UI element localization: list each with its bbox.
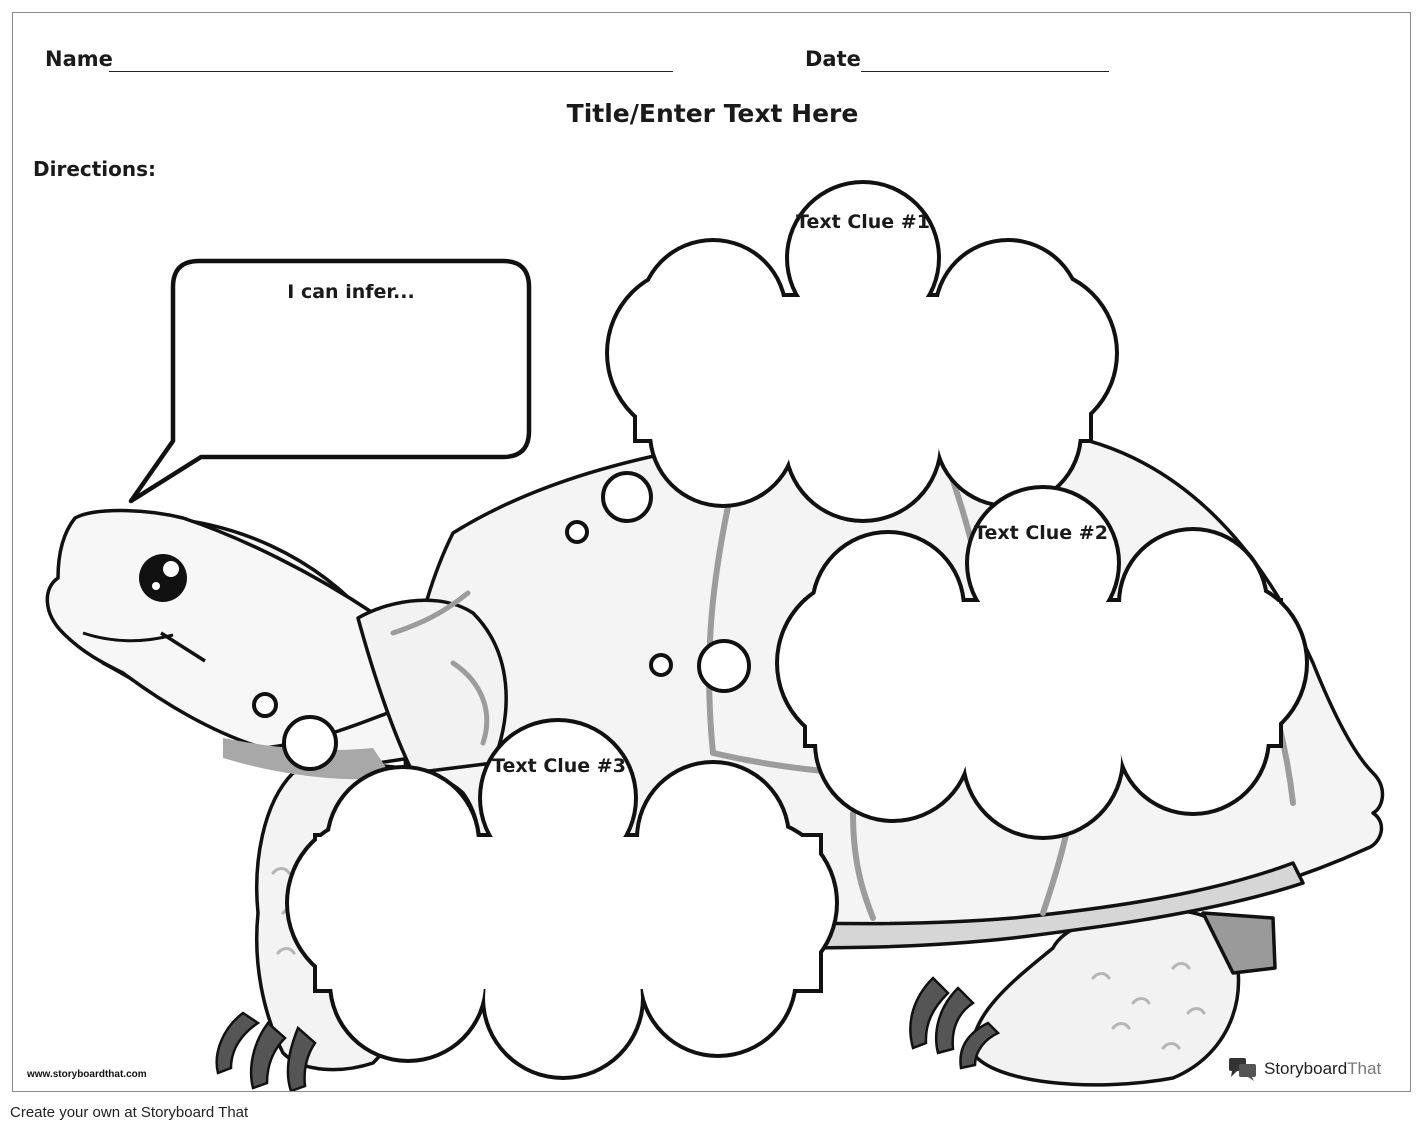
infer-label[interactable]: I can infer... — [287, 281, 415, 303]
storyboardthat-logo-icon — [1229, 1058, 1256, 1081]
watermark-url: www.storyboardthat.com — [27, 1069, 147, 1080]
text-clue-1-label[interactable]: Text Clue #1 — [796, 211, 930, 233]
text-clue-1-cloud — [605, 180, 1119, 523]
page-title[interactable]: Title/Enter Text Here — [566, 99, 859, 128]
tortoise-illustration — [45, 180, 1385, 1091]
storyboardthat-brand: StoryboardThat — [1228, 1056, 1381, 1082]
text-clue-3-cloud — [285, 718, 839, 1080]
name-label: Name — [45, 47, 113, 71]
brand-name-a: Storyboard — [1264, 1059, 1348, 1078]
text-clue-2-label[interactable]: Text Clue #2 — [974, 522, 1108, 544]
brand-name-b: That — [1347, 1059, 1382, 1078]
directions-label[interactable]: Directions: — [33, 157, 157, 181]
text-clue-2-cloud — [775, 485, 1309, 840]
worksheet-page: Name Date Title/Enter Text Here Directio… — [12, 12, 1411, 1092]
name-line[interactable] — [109, 71, 673, 72]
date-line[interactable] — [861, 71, 1109, 72]
footer-link[interactable]: Create your own at Storyboard That — [10, 1104, 249, 1121]
date-label: Date — [805, 47, 861, 71]
text-clue-3-label[interactable]: Text Clue #3 — [492, 755, 626, 777]
